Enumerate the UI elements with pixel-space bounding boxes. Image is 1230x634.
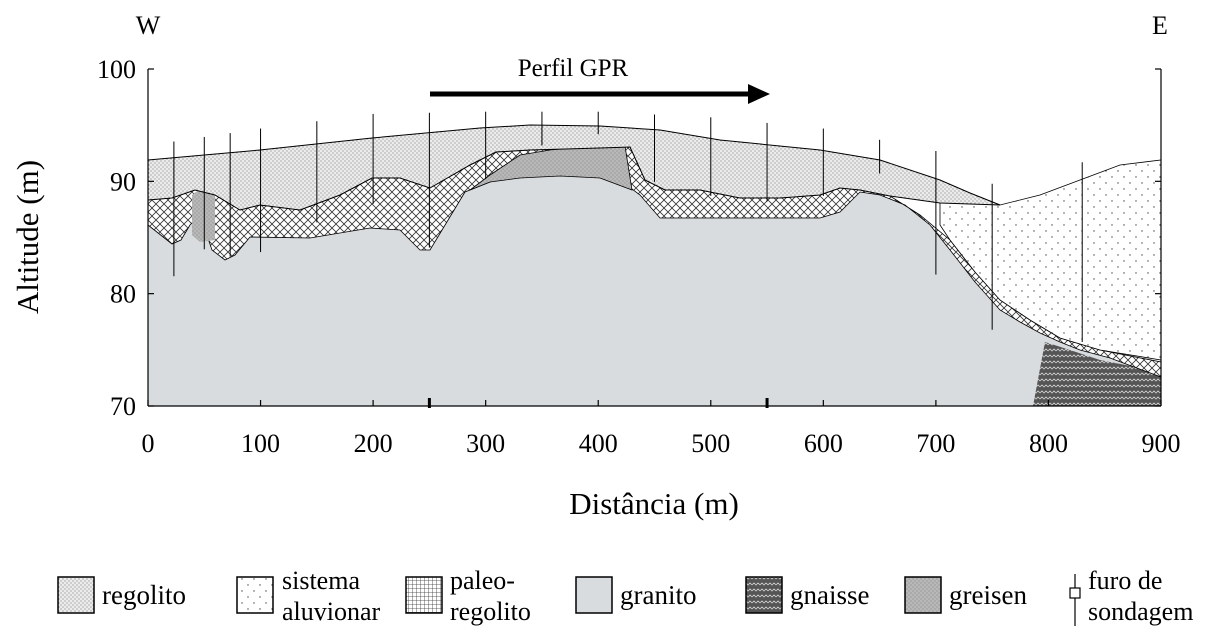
legend-label-regolito: regolito [102, 580, 186, 610]
regolito-body [147, 124, 1001, 211]
legend-item-greisen: greisen [904, 576, 1027, 614]
legend-item-granito: granito [575, 576, 696, 614]
legend-label-granito: granito [620, 580, 696, 610]
legend-item-furo: furo de sondagem [1069, 566, 1193, 626]
legend-swatch-paleo-regolito [405, 576, 443, 614]
legend-label-furo-1: furo de [1088, 566, 1162, 595]
gpr-arrow-head [748, 84, 770, 104]
x-tick-label: 200 [354, 429, 393, 458]
granito-body [148, 175, 1161, 406]
aluvionar-body [939, 159, 1162, 361]
legend-label-aluvionar-1: sistema [282, 566, 360, 595]
x-tick-label: 600 [804, 429, 843, 458]
y-tick-label: 70 [110, 392, 136, 421]
legend-label-furo-2: sondagem [1088, 597, 1193, 626]
legend-item-gnaisse: gnaisse [745, 576, 870, 614]
x-tick-label: 900 [1142, 429, 1181, 458]
y-tick-label: 80 [110, 280, 136, 309]
legend-swatch-aluvionar [236, 576, 274, 614]
east-label: E [1152, 11, 1168, 40]
section-body [147, 124, 1162, 406]
legend-swatch-granito [575, 576, 613, 614]
legend-label-paleo-2: regolito [450, 597, 531, 626]
x-tick-label: 0 [142, 429, 155, 458]
x-tick-label: 800 [1029, 429, 1068, 458]
legend: regolito sistema aluvionar paleo- regoli… [57, 566, 1193, 626]
legend-label-gnaisse: gnaisse [790, 580, 870, 610]
legend-swatch-regolito [57, 576, 95, 614]
legend-label-aluvionar-2: aluvionar [282, 597, 381, 626]
y-tick-label: 90 [110, 167, 136, 196]
x-axis-label: Distância (m) [569, 486, 739, 521]
y-axis-label: Altitude (m) [10, 160, 45, 314]
legend-swatch-gnaisse [745, 576, 783, 614]
x-tick-label: 500 [691, 429, 730, 458]
x-tick-label: 700 [916, 429, 955, 458]
x-tick-label: 100 [241, 429, 280, 458]
x-ticks: 0 100 200 300 400 500 600 700 800 900 [142, 398, 1181, 458]
legend-item-paleo-regolito: paleo- regolito [405, 566, 531, 626]
gnaisse-body [1033, 342, 1161, 406]
legend-item-regolito: regolito [57, 576, 186, 614]
legend-label-paleo-1: paleo- [450, 566, 515, 595]
x-tick-label: 300 [466, 429, 505, 458]
west-label: W [136, 11, 161, 40]
greisen-body [469, 144, 633, 191]
legend-item-aluvionar: sistema aluvionar [236, 566, 381, 626]
x-tick-label: 400 [579, 429, 618, 458]
gpr-profile-label: Perfil GPR [518, 55, 629, 82]
y-tick-label: 100 [97, 55, 136, 84]
greisen-small-body [192, 185, 215, 242]
gpr-profile-arrow: Perfil GPR [430, 55, 770, 104]
y-ticks: 70 80 90 100 [97, 55, 1161, 421]
legend-label-greisen: greisen [949, 580, 1027, 610]
axes: 0 100 200 300 400 500 600 700 800 900 70 80 90 100 D… [10, 55, 1181, 521]
borehole-symbol-icon [1069, 574, 1081, 626]
legend-swatch-greisen [904, 576, 942, 614]
